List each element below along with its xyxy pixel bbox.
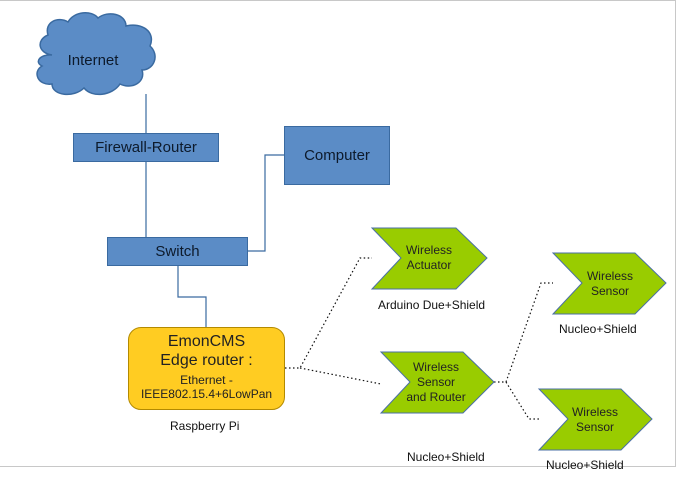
internet-label: Internet bbox=[67, 52, 119, 69]
diagram-canvas bbox=[0, 0, 676, 467]
arduino-caption: Arduino Due+Shield bbox=[378, 298, 486, 312]
edge-router-interface-1: Ethernet - bbox=[180, 373, 233, 387]
cloud-shape bbox=[36, 12, 156, 96]
edge-router-title: EmonCMS bbox=[167, 333, 246, 350]
link-edge-sensor-router bbox=[299, 367, 382, 385]
link-edge-actuator bbox=[285, 257, 372, 369]
wireless-actuator-label: Wireless Actuator bbox=[392, 243, 466, 273]
wireless-sensor-router-label: Wireless Sensor and Router bbox=[399, 360, 473, 405]
chevron-wireless-sensor-2 bbox=[537, 388, 653, 451]
link-router-sensor-2 bbox=[505, 381, 539, 420]
firewall-router-node: Firewall-Router bbox=[73, 133, 219, 162]
wireless-actuator-line1: Wireless bbox=[405, 243, 452, 257]
edge-router-subtitle: Edge router : bbox=[160, 352, 253, 369]
switch-node: Switch bbox=[107, 237, 248, 266]
internet-cloud bbox=[36, 12, 156, 96]
wireless-sensor-1-label: Wireless Sensor bbox=[573, 269, 647, 299]
link-router-sensor-1 bbox=[505, 282, 553, 383]
wireless-sensor-2-line1: Wireless bbox=[571, 405, 618, 419]
wireless-sensor-2-line2: Sensor bbox=[575, 420, 615, 434]
computer-node: Computer bbox=[284, 126, 390, 185]
raspberry-pi-caption: Raspberry Pi bbox=[170, 419, 240, 433]
wireless-sensor-1-line2: Sensor bbox=[590, 284, 630, 298]
computer-label: Computer bbox=[304, 147, 370, 164]
link-switch-computer bbox=[248, 154, 284, 252]
switch-label: Switch bbox=[155, 243, 200, 260]
wireless-sensor-router-line1: Wireless bbox=[412, 360, 459, 374]
wireless-sensor-1-line1: Wireless bbox=[586, 269, 633, 283]
chevron-wireless-actuator bbox=[370, 227, 488, 290]
wireless-sensor-2-label: Wireless Sensor bbox=[558, 405, 632, 435]
chevron-wireless-sensor-router bbox=[379, 351, 495, 414]
nucleo-caption-3: Nucleo+Shield bbox=[546, 458, 624, 472]
wireless-links bbox=[285, 257, 553, 420]
edge-router-interface-2: IEEE802.15.4+6LowPan bbox=[140, 387, 273, 401]
chevron-wireless-sensor-1 bbox=[551, 252, 667, 315]
wireless-chevrons bbox=[370, 227, 667, 451]
edge-router-node: EmonCMS Edge router : Ethernet - IEEE802… bbox=[128, 327, 285, 410]
firewall-router-label: Firewall-Router bbox=[95, 139, 197, 156]
link-switch-edge-router bbox=[177, 266, 207, 327]
canvas-top-border bbox=[0, 0, 676, 1]
wireless-actuator-line2: Actuator bbox=[406, 258, 452, 272]
wireless-sensor-router-line2: Sensor bbox=[416, 375, 456, 389]
nucleo-caption-2: Nucleo+Shield bbox=[407, 450, 485, 464]
wireless-sensor-router-line3: and Router bbox=[406, 390, 466, 404]
wired-links bbox=[145, 94, 284, 327]
nucleo-caption-1: Nucleo+Shield bbox=[559, 322, 637, 336]
